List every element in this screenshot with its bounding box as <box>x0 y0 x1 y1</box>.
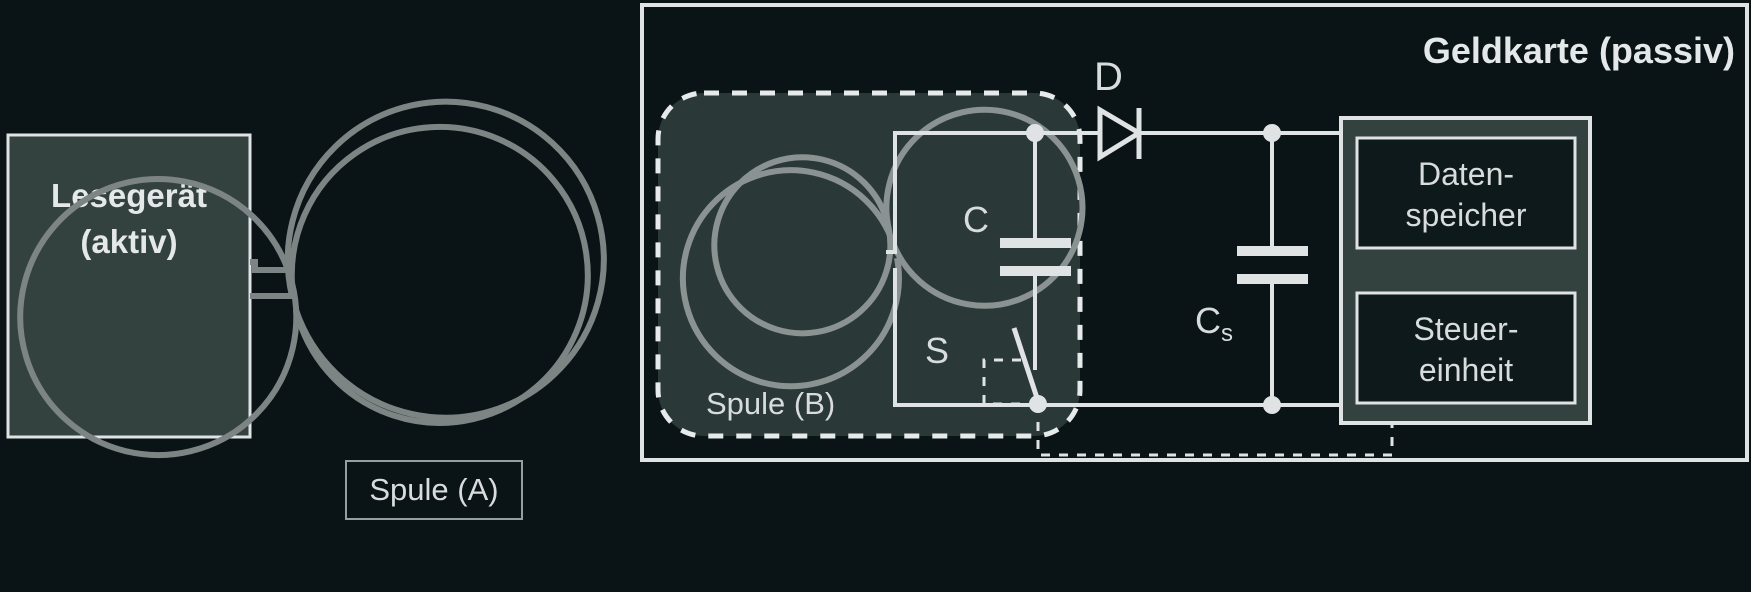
switch-s-blade <box>1011 327 1042 405</box>
coil-b-lead-bottom <box>893 268 1035 407</box>
geldkarte-group: Geldkarte (passiv) <box>640 3 1749 462</box>
coil-b-group <box>679 106 1086 390</box>
coil-b-label: Spule (B) <box>706 386 835 421</box>
coil-a-turn-inner <box>17 176 300 459</box>
data-memory-box <box>1355 136 1577 250</box>
chip-block-group: Daten- speicher Steuer- einheit <box>1339 116 1592 425</box>
capacitor-cs-group: Cs <box>1195 133 1308 405</box>
coil-a-label-group: Spule (A) <box>345 460 523 520</box>
capacitor-cs-plate-bottom <box>1237 274 1308 284</box>
coil-b-dashed-region <box>655 90 1083 439</box>
capacitor-cs-plate-top <box>1237 246 1308 256</box>
coil-a-label-text: Spule (A) <box>369 472 498 507</box>
coil-a-turn-middle <box>288 123 591 426</box>
switch-s-group: S <box>925 327 1394 457</box>
diode-d-group: D <box>1035 55 1272 162</box>
reader-box <box>6 133 252 439</box>
control-unit-label-line1: Steuer- <box>1414 311 1519 347</box>
geldkarte-title: Geldkarte (passiv) <box>1423 30 1735 71</box>
diode-label: D <box>1094 55 1123 99</box>
capacitor-cs-label-main: C <box>1195 300 1221 341</box>
switch-control-dashed-branch <box>982 358 1038 406</box>
switch-s-label: S <box>925 330 949 371</box>
data-memory-label-line2: speicher <box>1406 197 1527 233</box>
capacitor-c-label: C <box>963 199 989 240</box>
coil-b-turn-middle <box>883 106 1086 309</box>
switch-control-dashed-line <box>1036 404 1394 457</box>
coil-a-group <box>17 98 607 459</box>
control-unit-label-line2: einheit <box>1419 352 1513 388</box>
diode-triangle <box>1097 105 1144 162</box>
capacitor-c-group: C <box>963 133 1071 370</box>
coil-b-turn-inner <box>711 154 894 337</box>
coil-b-lead-top <box>886 131 1035 254</box>
coil-b-leads <box>886 131 1035 407</box>
capacitor-cs-label-sub: s <box>1221 320 1233 347</box>
geldkarte-box <box>640 3 1749 462</box>
coil-b-region-group <box>655 90 1083 439</box>
control-unit-box <box>1355 291 1577 405</box>
reader-label-line2: (aktiv) <box>80 223 177 260</box>
coil-a-label-box <box>345 460 523 520</box>
capacitor-cs-label: Cs <box>1195 300 1233 347</box>
coil-a-lead-top <box>250 259 288 273</box>
data-memory-label-line1: Daten- <box>1418 156 1514 192</box>
capacitor-c-plate-top <box>1000 238 1071 248</box>
junction-dot-c-top <box>1026 124 1044 142</box>
capacitor-c-plate-bottom <box>1000 266 1071 276</box>
coil-b-turn-outer <box>679 167 902 390</box>
